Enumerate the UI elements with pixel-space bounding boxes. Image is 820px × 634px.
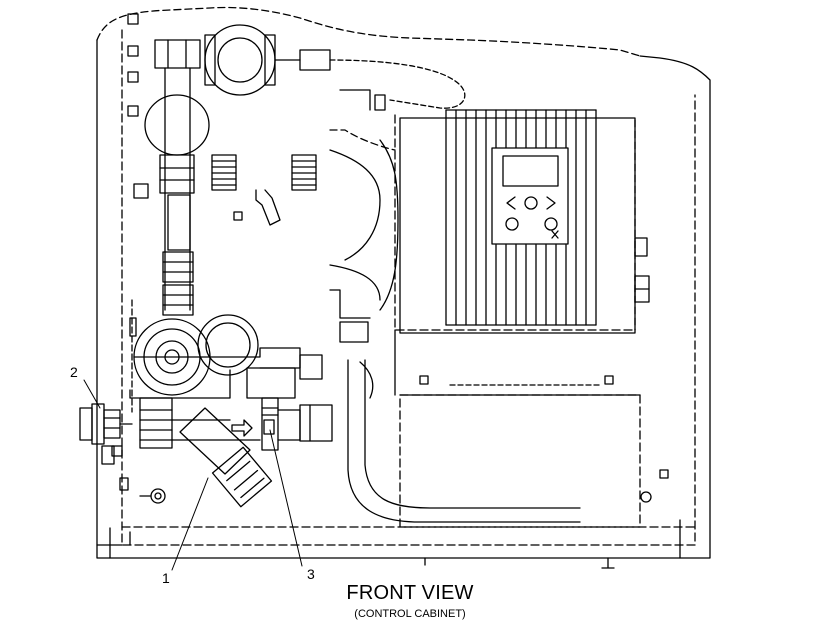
drain-tube <box>348 360 580 522</box>
lower-housing <box>400 376 668 527</box>
bulkhead-fitting <box>80 404 132 464</box>
heatsink-fins <box>446 110 596 325</box>
callout-2: 2 <box>70 364 78 380</box>
drawing-subtitle: (CONTROL CABINET) <box>354 608 466 620</box>
motor-drive <box>380 110 649 333</box>
keypad-display <box>492 148 568 244</box>
callout-1: 1 <box>162 570 170 586</box>
flow-switch <box>262 398 332 450</box>
cabinet-frame <box>97 7 710 558</box>
pump-assembly <box>130 300 322 412</box>
terminal-blocks <box>212 155 316 225</box>
drawing-title: FRONT VIEW <box>346 582 474 604</box>
misc-fittings <box>120 478 614 568</box>
pressure-regulator <box>128 14 465 116</box>
leader-lines <box>84 380 302 570</box>
left-piping-column <box>134 68 209 315</box>
y-strainer <box>140 398 271 507</box>
callout-3: 3 <box>307 566 315 582</box>
mounting-bracket <box>330 90 635 395</box>
